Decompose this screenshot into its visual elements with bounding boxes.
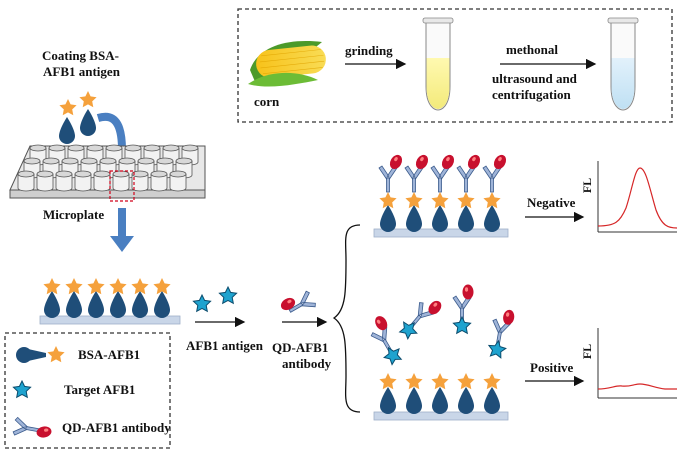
positive-fl-axis-label: FL	[580, 343, 595, 360]
afb1-antigen-label: AFB1 antigen	[186, 338, 263, 353]
sample-prep-box	[237, 8, 673, 123]
target-afb1-icon	[218, 286, 238, 304]
qd-antibody-label-2: antibody	[282, 356, 332, 371]
negative-fl-curve	[597, 167, 678, 229]
coating-arrow	[96, 112, 126, 151]
negative-label: Negative	[527, 195, 576, 210]
plate-well	[74, 170, 92, 192]
positive-fl-plot	[597, 328, 677, 399]
positive-free-antigens	[379, 373, 501, 414]
antigen-drop-icon	[80, 109, 96, 136]
bound-antibody	[404, 165, 424, 193]
legend-qd-antibody-icon	[12, 416, 42, 440]
hapten-star-icon	[59, 99, 77, 116]
positive-hapten-star	[431, 373, 449, 390]
positive-label: Positive	[530, 360, 574, 375]
plate-well	[169, 170, 187, 192]
legend-target-afb1-icon	[12, 380, 32, 398]
negative-antigen-drop	[380, 205, 396, 232]
coated-antigens	[43, 278, 171, 318]
plate-down-arrow	[110, 236, 134, 252]
legend-qd-antibody-label: QD-AFB1 antibody	[62, 420, 171, 435]
coated-antigen-drop	[88, 291, 104, 318]
positive-antigen-drop	[484, 387, 500, 414]
positive-hapten-star	[457, 373, 475, 390]
legend-target-afb1-label: Target AFB1	[64, 382, 136, 397]
bound-qd	[439, 152, 457, 172]
plate-wells	[17, 144, 199, 192]
negative-fl-plot	[597, 161, 678, 233]
hapten-star-icon	[79, 91, 97, 108]
negative-antigen-drop	[432, 205, 448, 232]
bound-qd	[465, 152, 483, 172]
coating-title-2: AFB1 antigen	[43, 64, 120, 79]
target-afb1-icon	[192, 294, 212, 312]
negative-fl-axis-label: FL	[580, 177, 595, 194]
branch-brace	[332, 224, 361, 413]
positive-antigen-drop	[458, 387, 474, 414]
positive-antigen-drop	[380, 387, 396, 414]
microplate-label: Microplate	[43, 207, 105, 222]
coated-surface	[39, 315, 181, 325]
plate-well	[36, 170, 54, 192]
bound-target-afb1	[486, 338, 508, 359]
selected-well	[109, 170, 135, 202]
corn-image	[248, 41, 326, 87]
coated-antigen-drop	[110, 291, 126, 318]
positive-hapten-star	[405, 373, 423, 390]
positive-antigen-drop	[406, 387, 422, 414]
negative-bound-complexes	[378, 152, 509, 232]
plate-well	[17, 170, 35, 192]
plate-well	[93, 170, 111, 192]
negative-antigen-drop	[406, 205, 422, 232]
bound-qd	[413, 152, 431, 172]
bound-target-afb1	[452, 316, 472, 334]
positive-fl-curve	[597, 383, 677, 390]
negative-antigen-drop	[484, 205, 500, 232]
antigen-drop-icon	[59, 117, 75, 144]
bound-qd	[491, 152, 509, 172]
process-label-1: ultrasound and	[492, 71, 577, 86]
legend-bsa-afb1-label: BSA-AFB1	[78, 347, 141, 362]
coated-antigen-drop	[132, 291, 148, 318]
tube-extract	[607, 17, 639, 111]
bound-antibody	[430, 165, 450, 193]
positive-hapten-star	[483, 373, 501, 390]
free-qd	[462, 284, 474, 300]
plate-well	[112, 170, 130, 192]
bound-qd	[387, 152, 405, 172]
free-qd	[501, 308, 516, 326]
free-qd	[372, 313, 390, 333]
corn-label: corn	[254, 94, 280, 109]
coated-antigen-drop	[154, 291, 170, 318]
coated-antigen-drop	[66, 291, 82, 318]
process-label-2: centrifugation	[492, 87, 571, 102]
positive-antigen-drop	[432, 387, 448, 414]
bound-antibody	[482, 165, 502, 193]
coated-antigen-drop	[44, 291, 60, 318]
bound-target-afb1	[380, 342, 405, 367]
solvent-label: methonal	[506, 42, 558, 57]
qd-antibody-label-1: QD-AFB1	[272, 340, 329, 355]
legend-bsa-afb1-icon	[16, 346, 65, 363]
free-antibody-complex	[452, 284, 474, 334]
free-antibody-complex	[396, 298, 444, 342]
tube-ground-sample	[422, 17, 454, 111]
negative-antigen-drop	[458, 205, 474, 232]
coating-title-1: Coating BSA-	[42, 48, 119, 63]
plate-well	[150, 170, 168, 192]
plate-well	[55, 170, 73, 192]
free-antibody-complexes	[369, 284, 516, 367]
free-antibody-complex	[486, 308, 516, 359]
bound-antibody	[378, 165, 398, 193]
free-antibody-complex	[369, 313, 405, 367]
grinding-label: grinding	[345, 43, 393, 58]
bound-antibody	[456, 165, 476, 193]
positive-hapten-star	[379, 373, 397, 390]
